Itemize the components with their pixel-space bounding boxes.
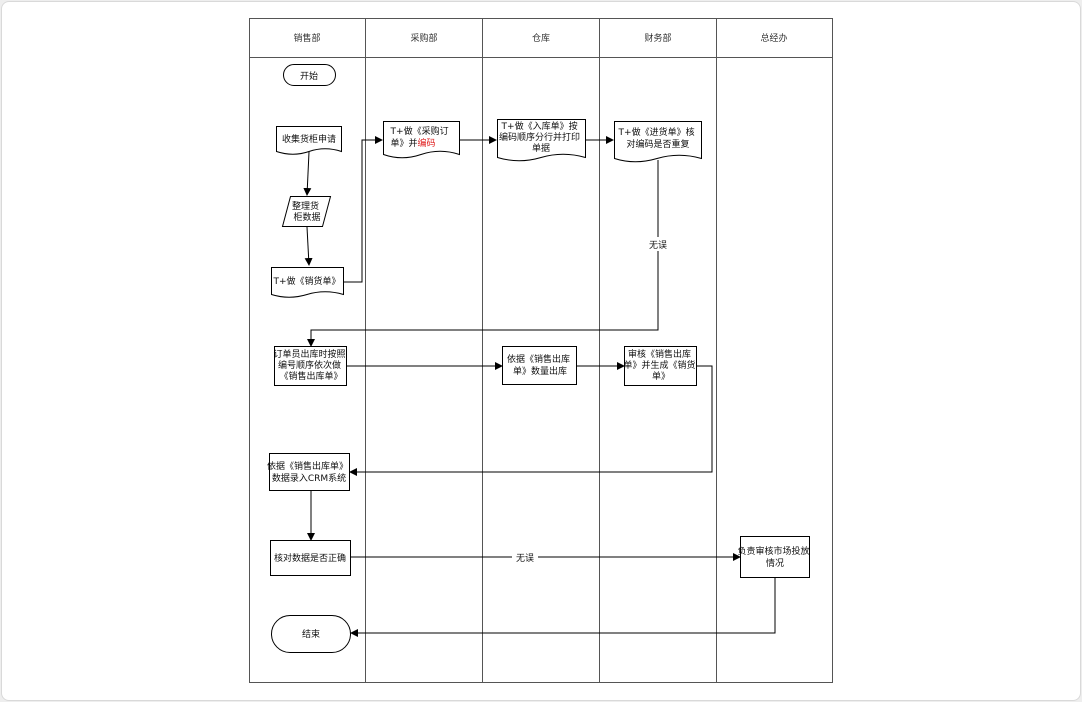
purchase-order-document (383, 121, 460, 159)
crm-box (269, 453, 350, 491)
review-out-box (624, 346, 697, 386)
start-label: 开始 (300, 70, 318, 82)
collect-label: 收集货柜申请 (282, 133, 336, 145)
lane-title-warehouse: 仓库 (532, 32, 550, 44)
sales-order-document (271, 267, 344, 298)
outbound-order-label: 订单员出库时按照 编号顺序依次做 《销售出库单》 (274, 348, 349, 382)
lane-title-finance: 财务部 (644, 32, 671, 44)
end-terminator (271, 615, 351, 653)
check-duplicate-label: T+做《进货单》核 对编码是否重复 (618, 126, 698, 150)
edge-labels: 无误 无误 (512, 237, 671, 564)
nodes (269, 64, 810, 653)
lane-headers: 销售部 采购部 仓库 财务部 总经办 (293, 32, 787, 44)
review-out-label: 审核《销售出库 单》并生成《销货 单》 (624, 348, 699, 382)
inbound-label: T+做《入库单》按 编码顺序分行并打印 单据 (499, 120, 583, 154)
edge-check-outbound (307, 160, 659, 347)
organize-label: 整理货 柜数据 (292, 200, 322, 223)
outbound-order-box (274, 346, 347, 386)
lane-title-gm-office: 总经办 (760, 32, 787, 44)
sales-order-label: T+做《销货单》 (272, 275, 340, 287)
verify-box (270, 540, 351, 576)
start-terminator (283, 64, 336, 86)
check-duplicate-document (614, 121, 702, 163)
edge-organize-salesorder (304, 226, 313, 266)
edge-collect-organize (303, 151, 312, 196)
warehouse-out-label: 依据《销售出库 单》数量出库 (507, 353, 573, 377)
edge-manager-end (350, 578, 776, 637)
edge-label-no-error-2: 无误 (516, 553, 534, 564)
crm-label: 依据《销售出库单》 数据录入CRM系统 (267, 460, 351, 484)
edge-review-crm (349, 365, 713, 476)
connectors (303, 136, 776, 637)
manager-label: 负责审核市场投放 情况 (738, 545, 813, 569)
verify-label: 核对数据是否正确 (274, 552, 346, 564)
lane-title-purchasing: 采购部 (410, 32, 437, 44)
swimlane-grid (249, 18, 833, 683)
manager-box (740, 536, 810, 578)
inbound-document (497, 119, 586, 162)
warehouse-out-box (502, 346, 577, 385)
organize-parallelogram (281, 196, 332, 227)
end-label: 结束 (302, 628, 320, 640)
node-labels: 开始 收集货柜申请 整理货 柜数据 T+做《销货单》 T+做《采购订 单》并编码… (267, 70, 813, 640)
edge-salesorder-purchase (344, 136, 383, 283)
lane-title-sales: 销售部 (293, 32, 320, 44)
edge-label-no-error-1: 无误 (649, 240, 667, 251)
purchase-order-label: T+做《采购订 单》并编码 (390, 125, 452, 149)
collect-document (276, 126, 342, 155)
